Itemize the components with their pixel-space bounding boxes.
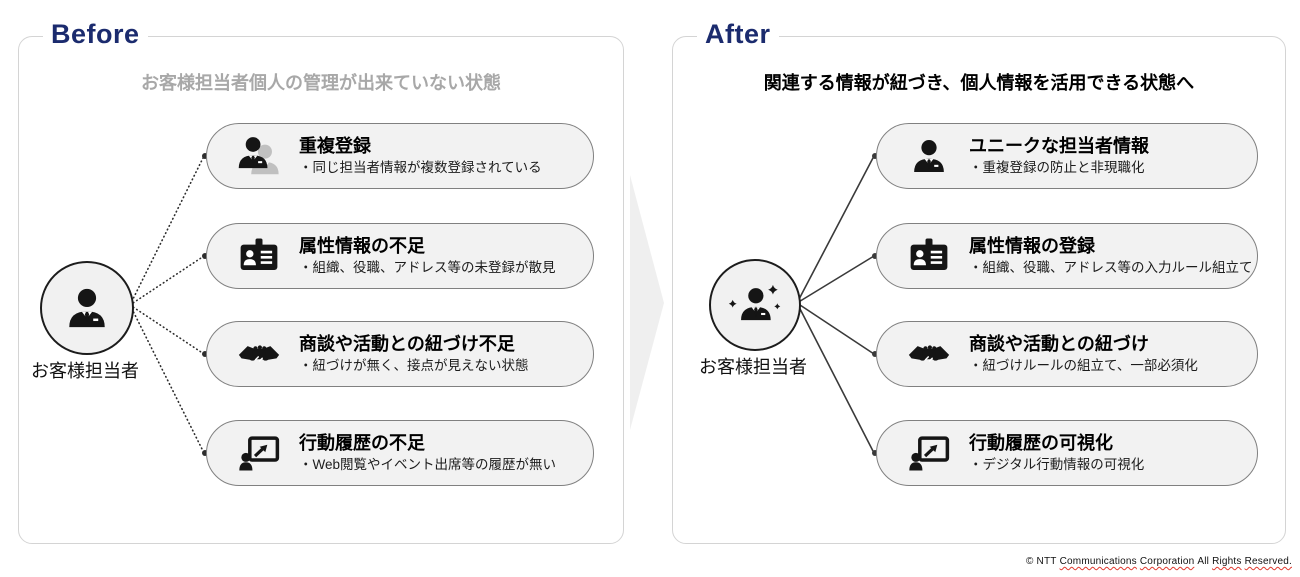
- benefit-title: ユニークな担当者情報: [969, 135, 1149, 156]
- copyright-word: Reserved.: [1244, 556, 1292, 567]
- presentation-board-icon: [233, 432, 285, 474]
- benefit-desc: ・組織、役職、アドレス等の入力ルール組立て: [969, 260, 1253, 276]
- issue-card-duplicate: 重複登録 ・同じ担当者情報が複数登録されている: [206, 123, 594, 189]
- issue-desc: ・同じ担当者情報が複数登録されている: [299, 160, 542, 176]
- issue-title: 重複登録: [299, 135, 371, 156]
- benefit-card-unique: ユニークな担当者情報 ・重複登録の防止と非現職化: [876, 123, 1258, 189]
- handshake-icon: [903, 333, 955, 375]
- customer-contact-avatar: [709, 259, 801, 351]
- actor-label: お客様担当者: [699, 357, 807, 377]
- issue-desc: ・紐づけが無く、接点が見えない状態: [299, 358, 529, 374]
- benefit-card-history: 行動履歴の可視化 ・デジタル行動情報の可視化: [876, 420, 1258, 486]
- before-panel: Before お客様担当者個人の管理が出来ていない状態 お客様担当者: [18, 17, 624, 544]
- benefit-desc: ・重複登録の防止と非現職化: [969, 160, 1145, 176]
- before-subtitle: お客様担当者個人の管理が出来ていない状態: [141, 73, 501, 93]
- after-panel-label: After: [697, 17, 779, 53]
- id-card-icon: [903, 235, 955, 277]
- copyright-word: Rights: [1212, 556, 1242, 567]
- customer-contact-avatar: [40, 261, 134, 355]
- issue-title: 商談や活動との紐づけ不足: [299, 333, 515, 354]
- issue-card-history: 行動履歴の不足 ・Web閲覧やイベント出席等の履歴が無い: [206, 420, 594, 486]
- id-card-icon: [233, 235, 285, 277]
- benefit-title: 商談や活動との紐づけ: [969, 333, 1149, 354]
- after-subtitle: 関連する情報が紐づき、個人情報を活用できる状態へ: [763, 73, 1195, 93]
- business-person-sparkle-icon: [728, 284, 781, 321]
- benefit-desc: ・デジタル行動情報の可視化: [969, 457, 1145, 473]
- handshake-icon: [233, 333, 285, 375]
- actor-label: お客様担当者: [31, 361, 139, 381]
- right-arrow-icon: [630, 175, 664, 430]
- benefit-card-attributes: 属性情報の登録 ・組織、役職、アドレス等の入力ルール組立て: [876, 223, 1258, 289]
- business-person-icon: [903, 135, 955, 177]
- issue-desc: ・組織、役職、アドレス等の未登録が散見: [299, 260, 556, 276]
- copyright-prefix: © NTT: [1026, 556, 1057, 567]
- benefit-title: 行動履歴の可視化: [969, 432, 1113, 453]
- before-panel-label: Before: [43, 17, 148, 53]
- benefit-card-linkage: 商談や活動との紐づけ ・紐づけルールの組立て、一部必須化: [876, 321, 1258, 387]
- issue-card-attributes: 属性情報の不足 ・組織、役職、アドレス等の未登録が散見: [206, 223, 594, 289]
- benefit-title: 属性情報の登録: [969, 235, 1095, 256]
- after-panel: After 関連する情報が紐づき、個人情報を活用できる状態へ: [672, 17, 1286, 544]
- presentation-board-icon: [903, 432, 955, 474]
- business-person-icon: [69, 288, 105, 328]
- copyright-word: All: [1197, 556, 1210, 567]
- issue-title: 行動履歴の不足: [299, 432, 425, 453]
- issue-desc: ・Web閲覧やイベント出席等の履歴が無い: [299, 457, 557, 473]
- issue-card-linkage: 商談や活動との紐づけ不足 ・紐づけが無く、接点が見えない状態: [206, 321, 594, 387]
- copyright-word: Communications: [1059, 556, 1137, 567]
- benefit-desc: ・紐づけルールの組立て、一部必須化: [969, 358, 1198, 374]
- issue-title: 属性情報の不足: [299, 235, 425, 256]
- copyright-word: Corporation: [1139, 556, 1195, 567]
- duplicate-person-icon: [233, 134, 285, 178]
